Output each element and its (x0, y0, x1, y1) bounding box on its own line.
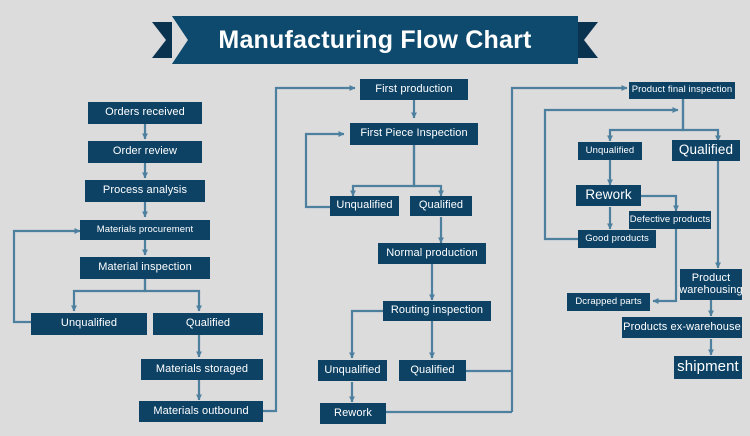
node-normal-production[interactable]: Normal production (378, 243, 486, 264)
node-order-review[interactable]: Order review (88, 141, 202, 163)
node-fp-unqualified[interactable]: Unqualified (330, 196, 399, 216)
node-routing-qualified[interactable]: Qualified (399, 360, 466, 381)
node-routing-unqualified[interactable]: Unqualified (318, 360, 387, 381)
edge-inspection-to-qualified (143, 279, 202, 312)
node-first-production[interactable]: First production (360, 79, 468, 100)
node-material-qualified[interactable]: Qualified (153, 313, 263, 335)
edge-outbound-to-first-production (262, 85, 356, 413)
node-material-unqualified[interactable]: Unqualified (31, 313, 147, 335)
node-fp-qualified[interactable]: Qualified (410, 196, 472, 216)
node-material-inspection[interactable]: Material inspection (80, 257, 210, 279)
edge-unqualified-to-procurement (12, 228, 81, 324)
node-shipment[interactable]: shipment (674, 356, 742, 379)
edge-final-insp-to-qualified (681, 98, 721, 142)
banner-right-tail (578, 22, 598, 58)
edge-fp-unqualified-to-fpi (304, 131, 345, 209)
node-first-piece-inspection[interactable]: First Piece Inspection (350, 123, 478, 145)
title-banner: Manufacturing Flow Chart (172, 16, 578, 64)
edge-vertical-qualified-final (510, 85, 628, 412)
edge-routing-to-unqualified (349, 309, 397, 359)
node-final-unqualified[interactable]: Unqualified (578, 142, 642, 160)
edge-defective-to-dcrapped (652, 229, 678, 304)
banner-body-main (172, 16, 578, 64)
edge-final-rework-to-defective (641, 194, 679, 212)
node-routing-rework[interactable]: Rework (320, 403, 386, 424)
edge-fpi-to-qualified (412, 145, 444, 197)
node-materials-storaged[interactable]: Materials storaged (141, 359, 263, 380)
node-good-products[interactable]: Good products (578, 230, 656, 248)
node-defective-products[interactable]: Defective products (629, 211, 711, 229)
node-products-ex-warehouse[interactable]: Products ex-warehouse (622, 317, 742, 338)
edge-good-products-to-final-insp (543, 107, 679, 241)
page-title: Manufacturing Flow Chart (218, 25, 532, 54)
node-final-rework[interactable]: Rework (576, 185, 641, 206)
node-materials-outbound[interactable]: Materials outbound (139, 401, 263, 422)
node-routing-inspection[interactable]: Routing inspection (383, 301, 491, 321)
banner-left-tail (152, 22, 172, 58)
node-process-analysis[interactable]: Process analysis (85, 180, 205, 202)
node-materials-procurement[interactable]: Materials procurement (80, 220, 210, 240)
node-orders-received[interactable]: Orders received (88, 102, 202, 124)
node-product-final-inspection[interactable]: Product final inspection (629, 82, 735, 99)
node-final-qualified[interactable]: Qualified (672, 140, 740, 161)
node-product-warehousing[interactable]: Product warehousing (679, 269, 743, 300)
node-dcrapped-parts[interactable]: Dcrapped parts (567, 293, 650, 311)
